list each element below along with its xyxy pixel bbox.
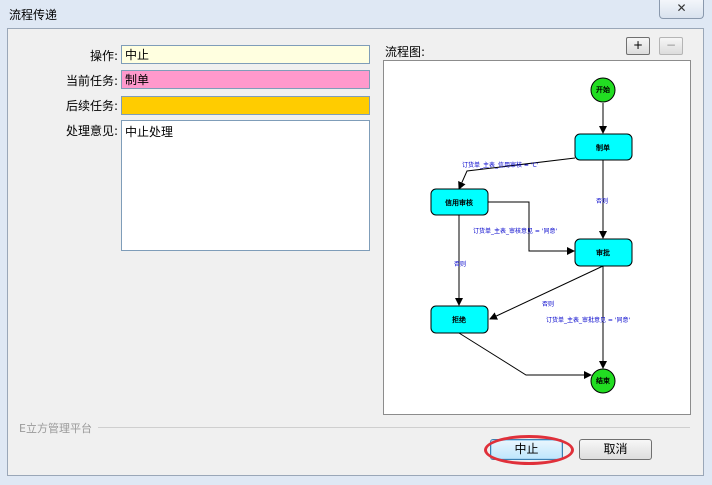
next-task-label: 后续任务: — [65, 99, 118, 113]
edge-credit-approve — [488, 201, 575, 255]
zoom-out-button[interactable]: − — [659, 37, 683, 55]
group-label: E立方管理平台 — [19, 420, 92, 436]
current-task-field[interactable]: 制单 — [121, 70, 370, 89]
node-end-label: 结束 — [595, 376, 611, 385]
edge-label-draft-credit: 订货单_主表_信用审核 = 'C' — [462, 161, 539, 169]
dialog-body: 操作: 中止 当前任务: 制单 后续任务: 处理意见: 中止处理 流程图: + … — [7, 28, 704, 476]
node-credit-review-label: 信用审核 — [445, 198, 473, 207]
cancel-button[interactable]: 取消 — [579, 439, 652, 460]
flow-chart-label: 流程图: — [385, 45, 426, 59]
edge-label-credit-approve: 订货单_主表_审核意见 = '同意' — [473, 227, 557, 235]
operation-label: 操作: — [89, 49, 118, 63]
flow-diagram: 订货单_主表_信用审核 = 'C' 否则 订货单_主表_审核意见 = '同意' … — [430, 77, 633, 394]
current-task-label: 当前任务: — [65, 74, 118, 88]
node-end[interactable]: 结束 — [590, 368, 616, 394]
edge-reject-end — [458, 332, 592, 379]
node-start-label: 开始 — [596, 85, 610, 94]
group-divider — [98, 427, 690, 428]
node-reject-label: 拒绝 — [452, 315, 466, 324]
edge-label-approve-end: 订货单_主表_审批意见 = '同意' — [546, 316, 630, 324]
close-icon: ✕ — [676, 1, 687, 15]
edge-label-credit-reject: 否则 — [454, 260, 466, 268]
stop-button[interactable]: 中止 — [490, 439, 563, 460]
edge-draft-credit — [458, 157, 576, 190]
title-bar: 流程传递 ✕ — [0, 0, 712, 28]
flow-diagram-panel: 订货单_主表_信用审核 = 'C' 否则 订货单_主表_审核意见 = '同意' … — [383, 60, 691, 415]
node-draft-label: 制单 — [596, 143, 610, 152]
node-approve[interactable]: 审批 — [574, 238, 633, 267]
edge-approve-reject — [489, 265, 604, 320]
operation-field[interactable]: 中止 — [121, 45, 370, 64]
opinion-label: 处理意见: — [65, 124, 118, 138]
edge-label-draft-approve: 否则 — [596, 197, 608, 205]
edge-label-approve-reject: 否则 — [542, 300, 554, 308]
next-task-field[interactable] — [121, 96, 370, 115]
node-start[interactable]: 开始 — [590, 77, 616, 103]
node-credit-review[interactable]: 信用审核 — [430, 188, 489, 216]
node-draft[interactable]: 制单 — [574, 133, 633, 161]
close-button[interactable]: ✕ — [659, 0, 704, 19]
opinion-textarea[interactable]: 中止处理 — [121, 120, 370, 251]
node-approve-label: 审批 — [596, 248, 610, 257]
zoom-in-button[interactable]: + — [626, 37, 650, 55]
window-title: 流程传递 — [9, 8, 58, 22]
node-reject[interactable]: 拒绝 — [430, 305, 489, 334]
